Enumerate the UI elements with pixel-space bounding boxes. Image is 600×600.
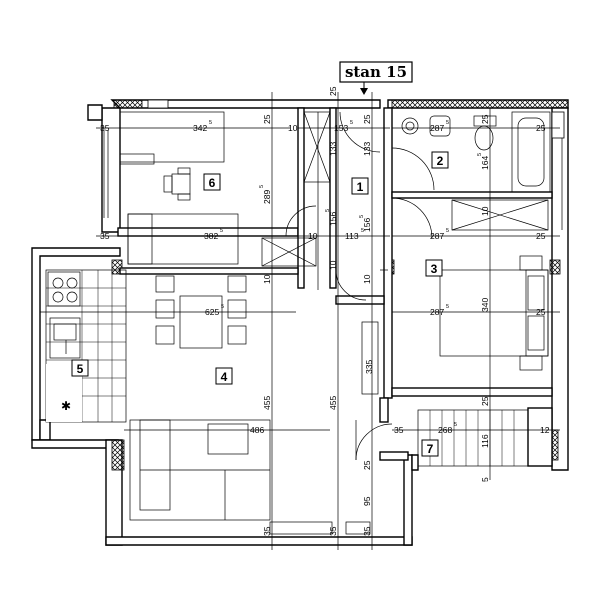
- room-2-bathroom: [391, 111, 551, 193]
- dim-455-a: 455: [262, 396, 272, 410]
- dim-268: 268: [438, 425, 452, 435]
- dim-10-a: 10: [288, 123, 298, 133]
- dim-289: 289: [262, 190, 272, 204]
- dim-35-v3: 35: [362, 526, 372, 536]
- dim-133-b: 133: [362, 142, 372, 156]
- dim-156-a-sup: 5: [325, 209, 331, 212]
- dim-133-a: 133: [328, 142, 338, 156]
- dim-10-v1: 10: [262, 274, 272, 284]
- room-label-3: 3: [431, 262, 438, 276]
- title-box: stan 15: [339, 61, 413, 95]
- dim-116: 116: [480, 434, 490, 448]
- dim-287-b-sup: 5: [446, 228, 449, 234]
- dim-342-sup: 5: [209, 120, 212, 126]
- dim-113-sup: 5: [361, 228, 364, 234]
- dim-287-b: 287: [430, 231, 444, 241]
- dim-289-sup: 5: [259, 185, 265, 188]
- dim-486: 486: [250, 425, 264, 435]
- dim-153-sup: 5: [350, 120, 353, 126]
- interior-walls: [117, 107, 553, 461]
- dim-382-sup: 5: [220, 228, 223, 234]
- dim-25-v4: 25: [362, 460, 372, 470]
- dim-25-b: 25: [536, 231, 546, 241]
- dim-25-v1: 25: [262, 114, 272, 124]
- dim-340: 340: [480, 298, 490, 312]
- room-label-1: 1: [357, 180, 364, 194]
- dim-35-b: 35: [100, 231, 110, 241]
- dim-164-sup: 5: [477, 153, 483, 156]
- room-labels: 1 2 3 4 5 6 7: [71, 151, 449, 457]
- dimension-lines: [40, 92, 560, 550]
- dim-25-v5: 25: [480, 114, 490, 124]
- dim-25-v2: 25: [328, 86, 338, 96]
- dim-25-v6: 25: [480, 396, 490, 406]
- dim-25-a: 25: [536, 123, 546, 133]
- dim-382: 382: [204, 231, 218, 241]
- dim-35-a: 35: [100, 123, 110, 133]
- room-4-living: [129, 275, 393, 535]
- dim-287-c-sup: 5: [446, 304, 449, 310]
- dim-10-v5: 10: [480, 206, 490, 216]
- dim-12: 12: [540, 425, 550, 435]
- title-text: stan 15: [345, 63, 407, 81]
- room-label-6: 6: [209, 176, 216, 190]
- room-3-bedroom: [380, 197, 549, 371]
- room-label-5: 5: [77, 362, 84, 376]
- svg-text:✱: ✱: [61, 399, 71, 413]
- dim-113: 113: [345, 231, 359, 241]
- dim-164: 164: [480, 156, 490, 170]
- dim-10-v3: 10: [362, 274, 372, 284]
- dim-342: 342: [193, 123, 207, 133]
- dim-10-b: 10: [308, 231, 318, 241]
- dim-95: 95: [362, 496, 372, 506]
- dim-625: 625: [205, 307, 219, 317]
- dimension-labels: 35 342 5 10 153 5 287 5 25 35 382 5 10 1…: [100, 86, 550, 536]
- dim-35-c: 35: [394, 425, 404, 435]
- outer-walls: [31, 99, 569, 546]
- dim-25-c: 25: [536, 307, 546, 317]
- dim-35-v2: 35: [328, 526, 338, 536]
- dim-287-a: 287: [430, 123, 444, 133]
- dim-156-b: 156: [362, 218, 372, 232]
- room-5-kitchen: ✱: [45, 269, 127, 423]
- dim-268-sup: 5: [454, 422, 457, 428]
- dim-625-sup: 5: [221, 304, 224, 310]
- room-label-4: 4: [221, 370, 228, 384]
- dim-25-v3: 25: [362, 114, 372, 124]
- dim-153: 153: [334, 123, 348, 133]
- dim-335: 335: [364, 360, 374, 374]
- dim-287-c: 287: [430, 307, 444, 317]
- room-label-2: 2: [437, 154, 444, 168]
- dim-5: 5: [480, 477, 490, 482]
- dim-287-a-sup: 5: [446, 120, 449, 126]
- dim-35-v1: 35: [262, 526, 272, 536]
- dim-455-b: 455: [328, 396, 338, 410]
- room-1-closets: [261, 111, 381, 395]
- room-label-7: 7: [427, 442, 434, 456]
- room-7-storage: [417, 407, 553, 467]
- dim-10-v2: 10: [328, 260, 338, 270]
- dim-156-a: 156: [328, 212, 338, 226]
- room-6-furniture: [119, 111, 239, 265]
- dim-156-b-sup: 5: [359, 215, 365, 218]
